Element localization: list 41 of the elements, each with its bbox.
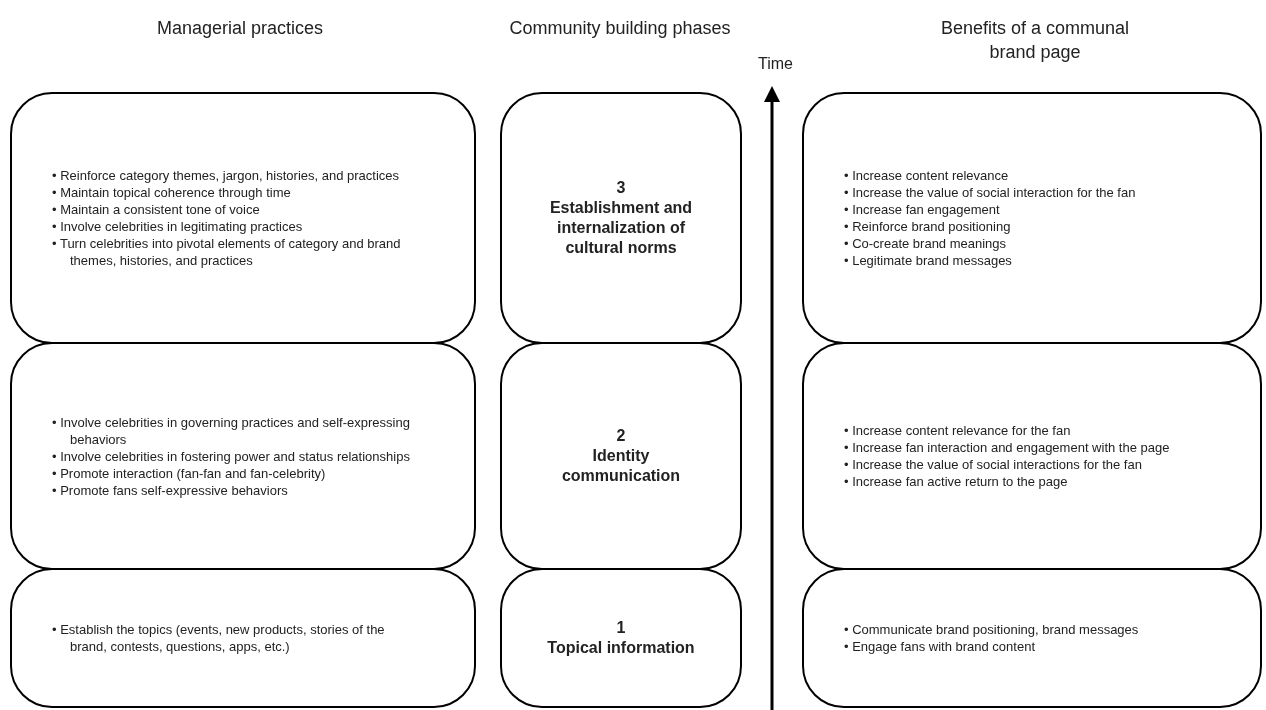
- bullet-item: • Communicate brand positioning, brand messages: [844, 621, 1140, 638]
- column-heading: Managerial practices: [155, 17, 325, 40]
- phase-title: Establishment and internalization of cultural norms: [548, 198, 694, 258]
- bullet-item: • Establish the topics (events, new products, stories of the brand, contests, questions, apps, etc.): [52, 621, 386, 655]
- bullet-item: • Maintain a consistent tone of voice: [52, 201, 261, 218]
- practice-box: [10, 342, 476, 570]
- practice-box: [802, 568, 1262, 708]
- practice-box: [802, 342, 1262, 570]
- bullet-item: • Engage fans with brand content: [844, 638, 1036, 655]
- bullet-item: • Increase fan engagement: [844, 201, 1001, 218]
- phase-box: [500, 568, 742, 708]
- bullet-item: • Increase content relevance: [844, 167, 1010, 184]
- phase-number: 1: [616, 618, 626, 638]
- bullet-item: • Increase the value of social interactions for the fan: [844, 456, 1143, 473]
- bullet-item: • Co-create brand meanings: [844, 235, 1008, 252]
- practice-box: [10, 568, 476, 708]
- bullet-item: • Maintain topical coherence through time: [52, 184, 292, 201]
- bullet-item: • Increase fan interaction and engagement with the page: [844, 439, 1171, 456]
- bullet-item: • Involve celebrities in legitimating practices: [52, 218, 304, 235]
- bullet-item: • Involve celebrities in fostering power and status relationships: [52, 447, 410, 465]
- bullet-item: • Reinforce brand positioning: [844, 218, 1012, 235]
- phase-title: Topical information: [547, 638, 695, 658]
- phase-title: Identity communication: [560, 446, 682, 486]
- bullet-item: • Legitimate brand messages: [844, 252, 1013, 269]
- phase-number: 3: [616, 178, 626, 198]
- bullet-item: • Increase content relevance for the fan: [844, 422, 1072, 439]
- bullet-item: • Increase the value of social interaction for the fan: [844, 184, 1137, 201]
- axis-label: Time: [758, 54, 793, 74]
- phase-number: 2: [616, 426, 626, 446]
- column-heading: Benefits of a communal brand page: [939, 17, 1131, 64]
- bullet-item: • Promote fans self-expressive behaviors: [52, 481, 289, 499]
- phase-box: [500, 92, 742, 344]
- bullet-item: • Reinforce category themes, jargon, histories, and practices: [52, 167, 401, 184]
- bullet-item: • Involve celebrities in governing practices and self-expressing behaviors: [52, 413, 410, 448]
- practice-box: [10, 92, 476, 344]
- bullet-item: • Promote interaction (fan-fan and fan-celebrity): [52, 464, 327, 482]
- bullet-item: • Increase fan active return to the page: [844, 473, 1069, 490]
- bullet-item: • Turn celebrities into pivotal elements of category and brand themes, histories, and practices: [52, 235, 402, 269]
- phase-box: [500, 342, 742, 570]
- column-heading: Community building phases: [508, 17, 732, 40]
- practice-box: [802, 92, 1262, 344]
